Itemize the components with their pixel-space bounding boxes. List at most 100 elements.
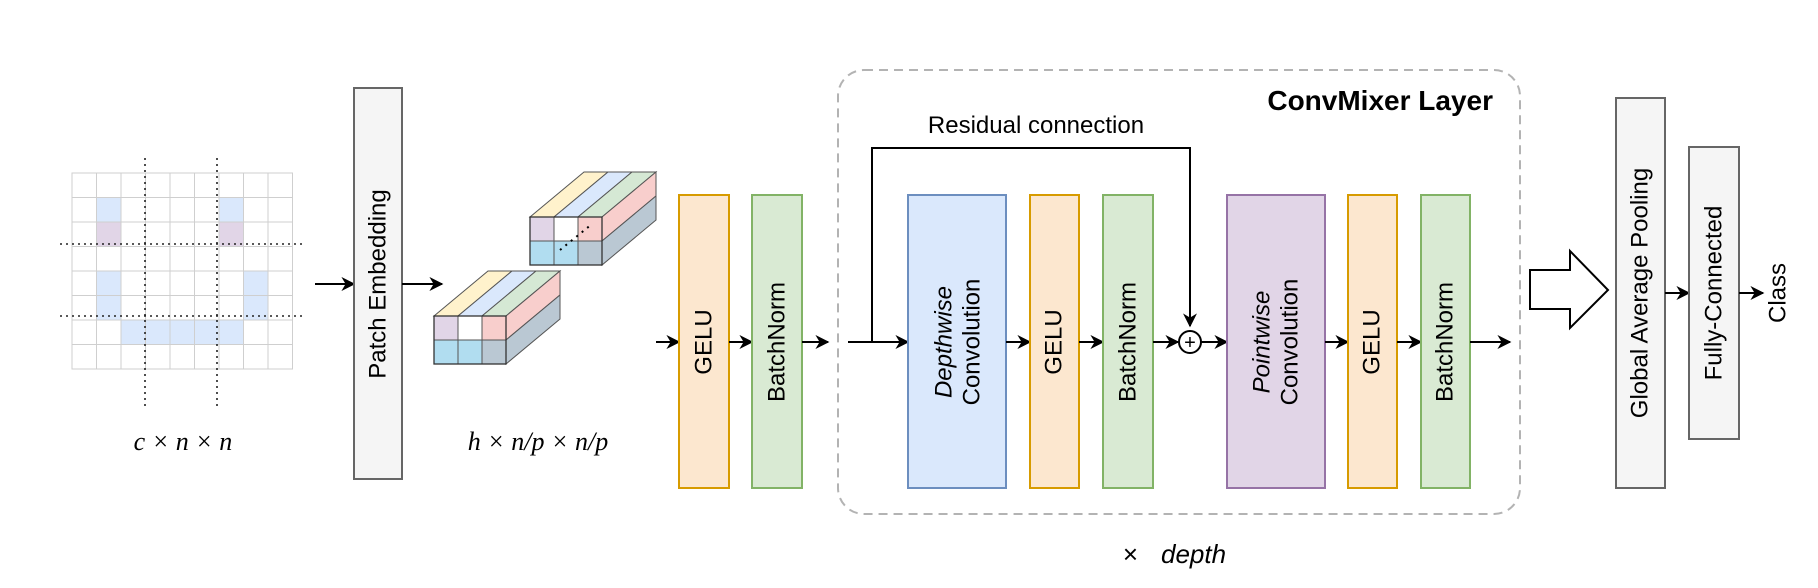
pixel-cell xyxy=(194,270,220,296)
pixel-cell xyxy=(71,221,97,247)
layer-gelu-2-label: GELU xyxy=(1359,309,1386,374)
pixel-cell xyxy=(243,197,269,223)
pixel-cell xyxy=(71,270,97,296)
stem-gelu-label: GELU xyxy=(691,309,718,374)
pixel-cell xyxy=(169,197,195,223)
convmixer-layer: ConvMixer Layer Residual connection Dept… xyxy=(837,69,1521,515)
patch-embedding-box xyxy=(353,87,403,480)
pixel-cell xyxy=(120,344,146,370)
pixel-cell xyxy=(120,197,146,223)
cube-outline xyxy=(529,216,603,266)
pixel-cell xyxy=(243,319,269,345)
pixel-cell xyxy=(96,221,122,247)
pixel-cell xyxy=(71,319,97,345)
convmixer-layer-border xyxy=(837,69,1521,515)
class-output-label: Class xyxy=(1765,263,1792,323)
pointwise-italic-label: Pointwise xyxy=(1249,291,1276,394)
pixel-cell xyxy=(218,246,244,272)
pointwise-convolution-label: Convolution xyxy=(1277,279,1304,406)
cube-front-cell xyxy=(433,315,459,341)
pixel-cell xyxy=(218,172,244,198)
pixel-cell xyxy=(145,246,171,272)
input-image-grid xyxy=(60,158,305,410)
fully-connected-block: Fully-Connected xyxy=(1688,146,1740,440)
pixel-cell xyxy=(243,344,269,370)
stem-batchnorm-box xyxy=(751,194,803,489)
pixel-cell xyxy=(169,319,195,345)
pixel-cell xyxy=(96,344,122,370)
pixel-cell xyxy=(267,344,293,370)
pixel-cell xyxy=(218,270,244,296)
cube-front-cell xyxy=(481,339,507,365)
layer-batchnorm-2-label: BatchNorm xyxy=(1432,282,1459,402)
pixel-cell xyxy=(267,172,293,198)
pixel-cell xyxy=(120,246,146,272)
pixel-cell xyxy=(194,344,220,370)
pixel-cell xyxy=(169,246,195,272)
pixel-cell xyxy=(194,319,220,345)
stem-gelu-block: GELU xyxy=(678,194,730,489)
cube-front-cell xyxy=(457,315,483,341)
pixel-cell xyxy=(96,319,122,345)
pixel-cell xyxy=(120,172,146,198)
pixel-cell xyxy=(169,221,195,247)
pixel-cell xyxy=(194,246,220,272)
pointwise-convolution-box xyxy=(1226,194,1326,489)
layer-gelu-2-box xyxy=(1347,194,1398,489)
layer-gelu-2-block: GELU xyxy=(1347,194,1398,489)
cube-front-cell xyxy=(577,240,603,266)
cube-front-cell xyxy=(529,216,555,242)
pixel-cell xyxy=(267,319,293,345)
patch-embedding-block: Patch Embedding xyxy=(353,87,403,480)
depthwise-convolution-box xyxy=(907,194,1007,489)
cube-front-cell xyxy=(457,339,483,365)
cube-front-cell xyxy=(481,315,507,341)
pixel-cell xyxy=(96,197,122,223)
cube-front-cell xyxy=(577,216,603,242)
pixel-cell xyxy=(267,197,293,223)
repeat-symbol: × xyxy=(1123,539,1138,569)
stem-batchnorm-label: BatchNorm xyxy=(764,282,791,402)
pixel-cell xyxy=(145,221,171,247)
patch-embedding-label: Patch Embedding xyxy=(365,189,392,378)
pixel-cell xyxy=(145,197,171,223)
cube-front-cell xyxy=(433,339,459,365)
pixel-cell xyxy=(169,344,195,370)
layer-batchnorm-2-block: BatchNorm xyxy=(1420,194,1471,489)
pointwise-convolution-block: Pointwise Convolution xyxy=(1226,194,1326,489)
depthwise-convolution-block: Depthwise Convolution xyxy=(907,194,1007,489)
residual-connection-label: Residual connection xyxy=(928,112,1144,139)
pixel-cell xyxy=(145,344,171,370)
pixel-cell xyxy=(218,344,244,370)
pixel-cell xyxy=(96,270,122,296)
pixel-cell xyxy=(120,319,146,345)
tensor-cube xyxy=(528,170,658,267)
pixel-cell xyxy=(96,246,122,272)
cube-front-cell xyxy=(553,216,579,242)
pixel-cell xyxy=(194,197,220,223)
pixel-cell xyxy=(169,295,195,321)
stem-batchnorm-block: BatchNorm xyxy=(751,194,803,489)
layer-gelu-1-block: GELU xyxy=(1029,194,1080,489)
layer-batchnorm-1-block: BatchNorm xyxy=(1102,194,1154,489)
pixel-cell xyxy=(194,172,220,198)
pixel-cell xyxy=(194,221,220,247)
embedding-shape-label: h × n/p × n/p xyxy=(468,427,609,456)
add-symbol: + xyxy=(1184,332,1196,354)
depthwise-italic-label: Depthwise xyxy=(931,286,958,398)
pixel-cell xyxy=(71,172,97,198)
embedding-tensor xyxy=(432,170,658,366)
layer-gelu-1-box xyxy=(1029,194,1080,489)
fully-connected-label: Fully-Connected xyxy=(1701,206,1728,381)
repeat-depth-label: depth xyxy=(1161,539,1226,569)
stem-gelu-box xyxy=(678,194,730,489)
block-arrow-icon xyxy=(1529,248,1610,331)
pixel-cell xyxy=(145,270,171,296)
layer-batchnorm-1-box xyxy=(1102,194,1154,489)
pixel-cell xyxy=(267,221,293,247)
global-average-pooling-label: Global Average Pooling xyxy=(1627,168,1654,418)
pixel-cell xyxy=(243,246,269,272)
pixel-cell xyxy=(120,270,146,296)
pixel-cell xyxy=(120,221,146,247)
global-average-pooling-box xyxy=(1615,97,1666,489)
